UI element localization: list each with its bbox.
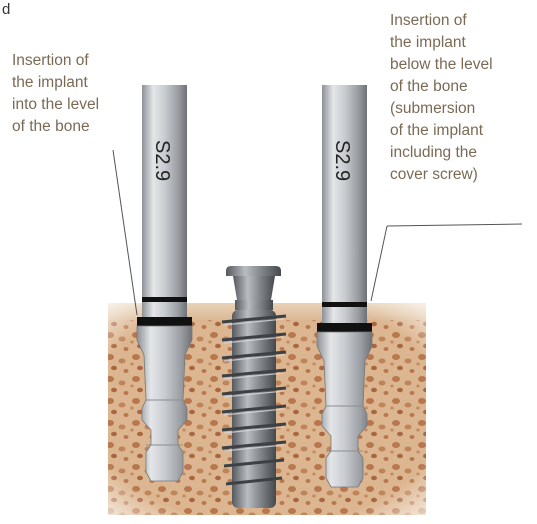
right-leader-line-drop <box>371 226 387 301</box>
left-instrument-label: S2.9 <box>151 140 173 181</box>
left-leader-line <box>113 150 137 315</box>
right-instrument-label: S2.9 <box>331 140 353 181</box>
right-leader-line <box>387 224 522 226</box>
